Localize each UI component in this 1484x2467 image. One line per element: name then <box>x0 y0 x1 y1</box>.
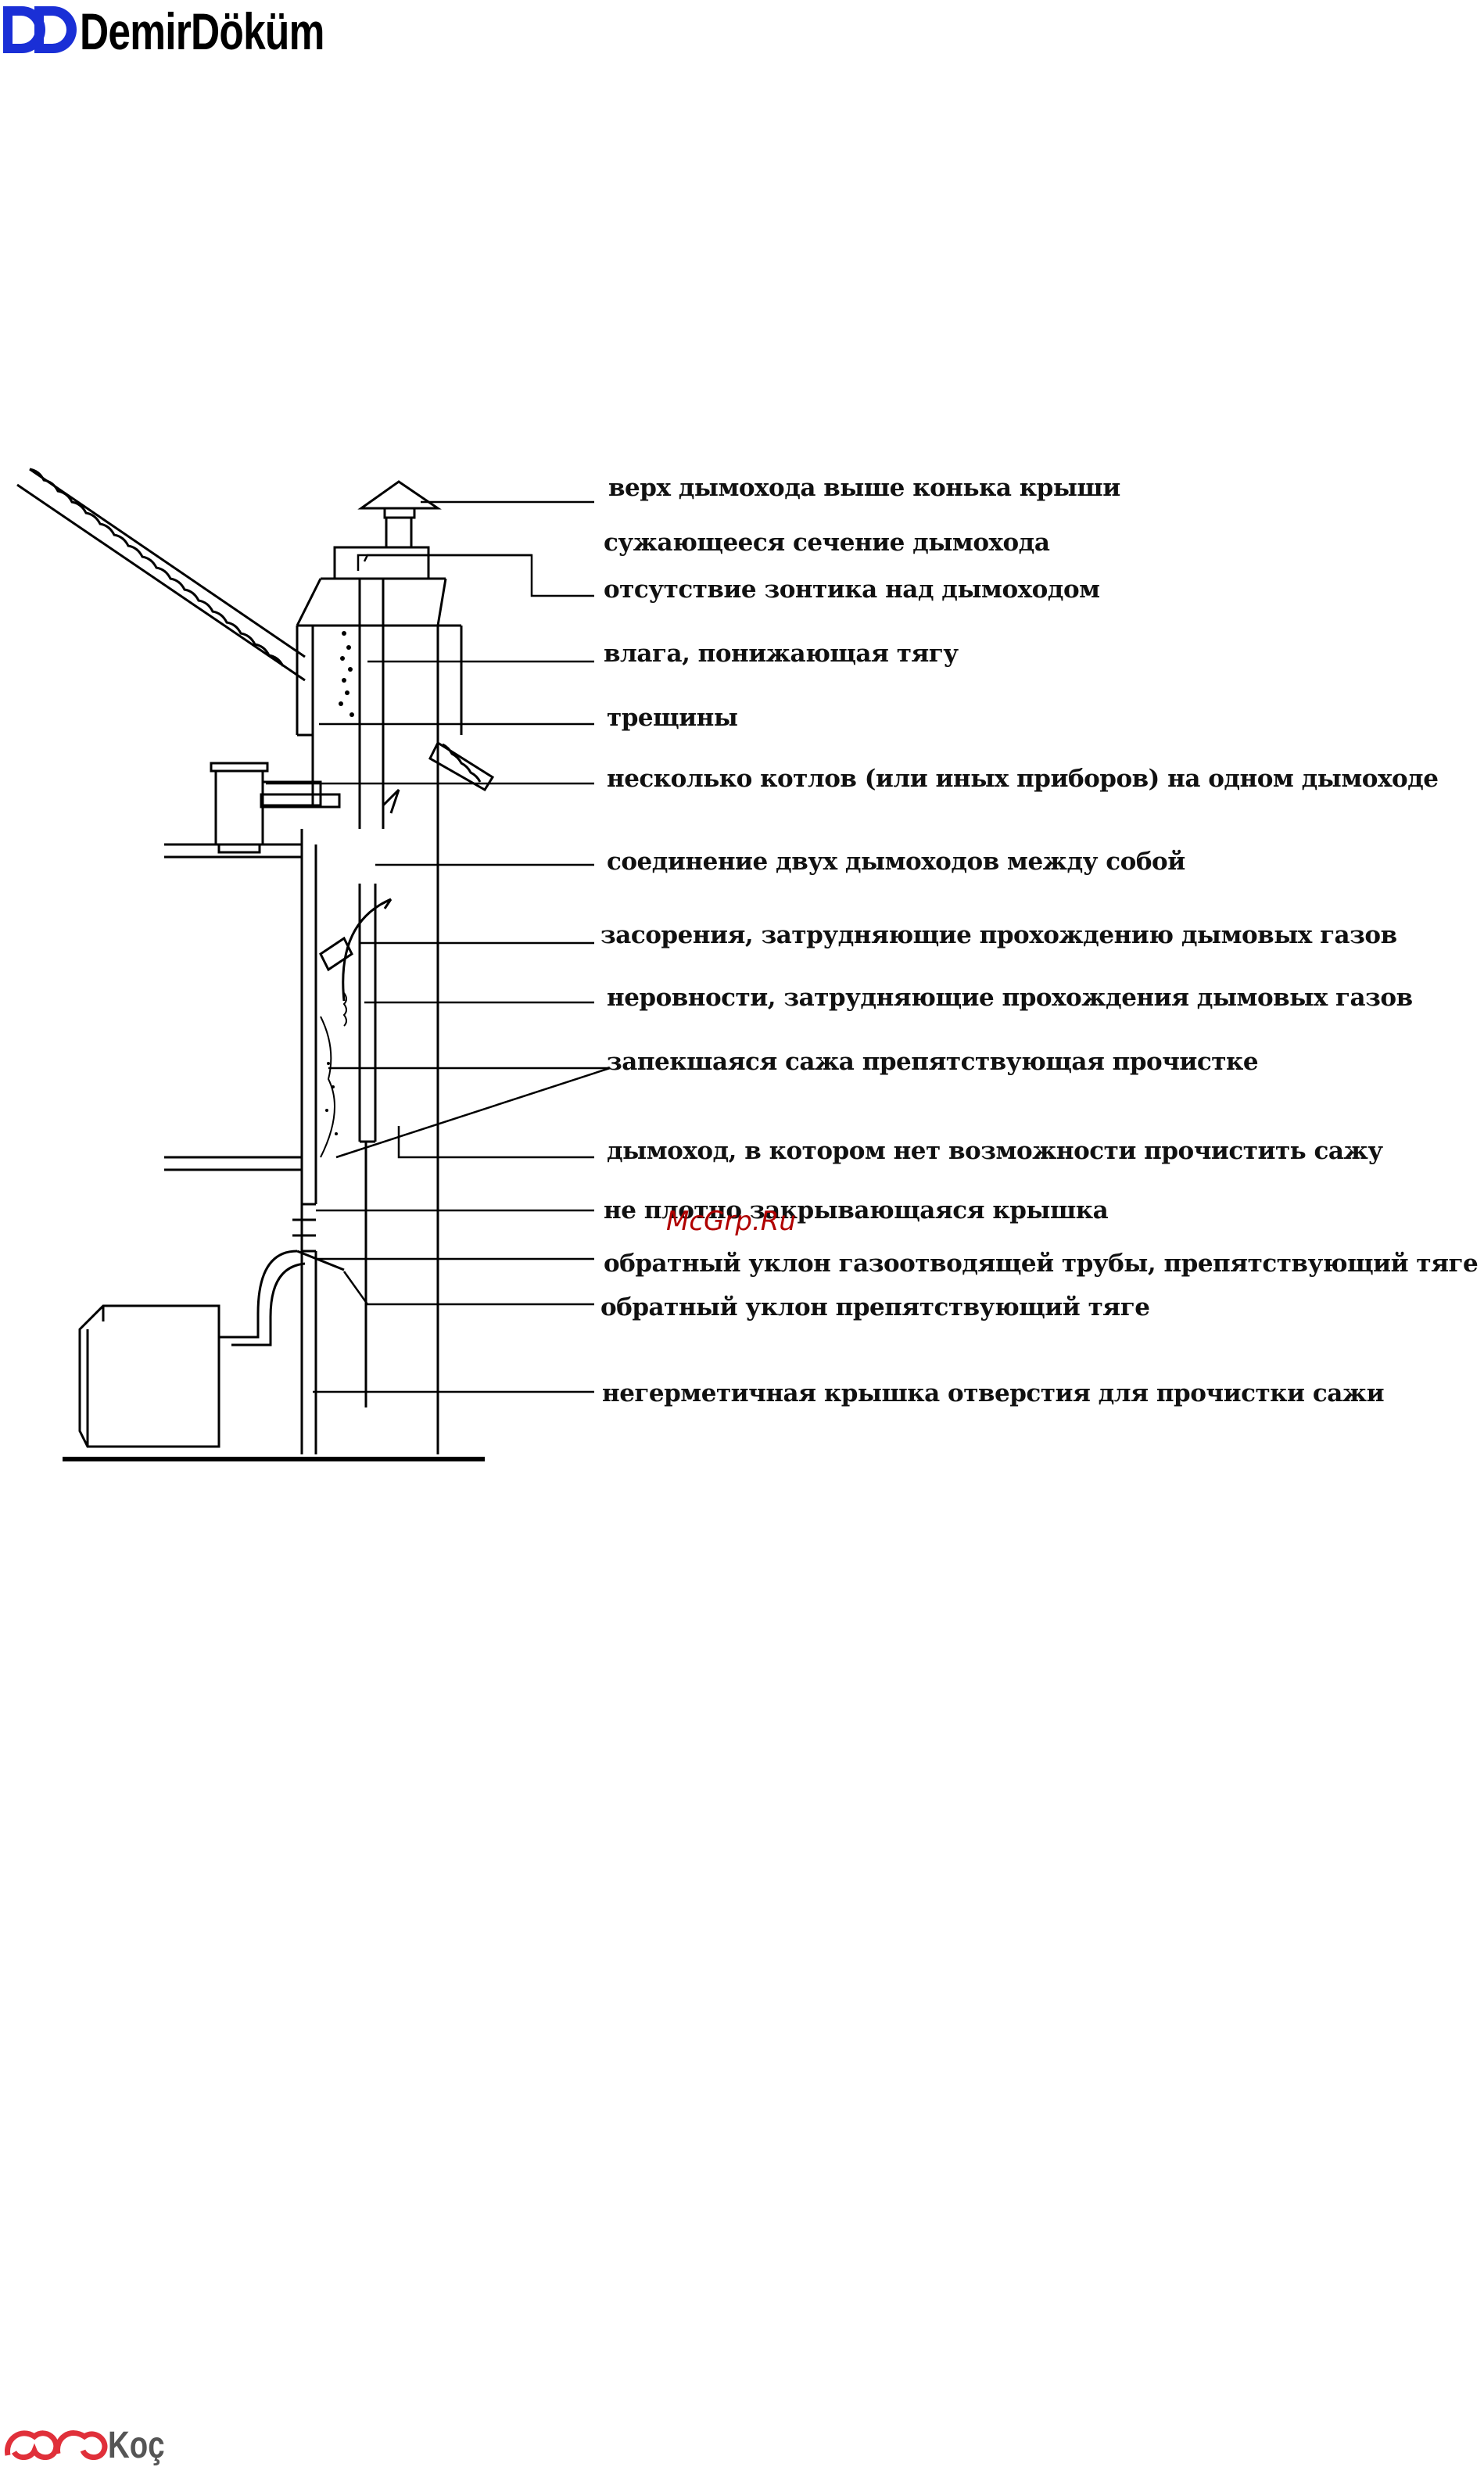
moisture-dots <box>325 631 354 1135</box>
roof <box>16 468 495 792</box>
flow-arrows <box>319 788 400 1158</box>
floors <box>63 843 485 1461</box>
label-moisture: влага, понижающая тягу <box>604 640 959 668</box>
label-multiple-boilers: несколько котлов (или иных приборов) на … <box>607 765 1439 793</box>
label-roughness: неровности, затрудняющие прохождения дым… <box>607 984 1413 1012</box>
label-baked-soot: запекшаяся сажа препятствующая прочистке <box>607 1048 1259 1076</box>
leader-lines <box>266 500 611 1393</box>
footer-brand: Koç <box>108 2425 165 2466</box>
watermark: McGrp.Ru <box>666 1206 796 1237</box>
label-chimney-top-above-ridge: верх дымохода выше конька крыши <box>608 474 1120 502</box>
label-loose-lid: не плотно закрывающаяся крышка <box>604 1196 1109 1225</box>
label-narrowing-section: сужающееся сечение дымохода <box>604 529 1050 557</box>
koc-logo-icon <box>5 2430 108 2460</box>
chimney-diagram <box>16 468 611 1461</box>
chimney-cap <box>357 480 442 547</box>
chimney-stack <box>292 546 463 1454</box>
upper-appliance <box>210 762 341 854</box>
label-no-cap: отсутствие зонтика над дымоходом <box>604 576 1100 604</box>
label-connected-flues: соединение двух дымоходов между собой <box>607 848 1185 876</box>
label-blockages: засорения, затрудняющие прохождению дымо… <box>600 921 1397 949</box>
dd-logo-icon <box>3 6 77 53</box>
demirdokum-logo <box>3 6 77 53</box>
label-cracks: трещины <box>607 704 738 732</box>
label-reverse-slope-pipe: обратный уклон газоотводящей трубы, преп… <box>604 1250 1479 1278</box>
label-leaky-cleanout-lid: негерметичная крышка отверстия для прочи… <box>602 1379 1385 1407</box>
brand-name: DemirDöküm <box>80 2 324 60</box>
label-no-cleaning-access: дымоход, в котором нет возможности прочи… <box>607 1137 1383 1165</box>
boiler <box>78 1250 345 1448</box>
label-reverse-slope: обратный уклон препятствующий тяге <box>600 1293 1150 1321</box>
